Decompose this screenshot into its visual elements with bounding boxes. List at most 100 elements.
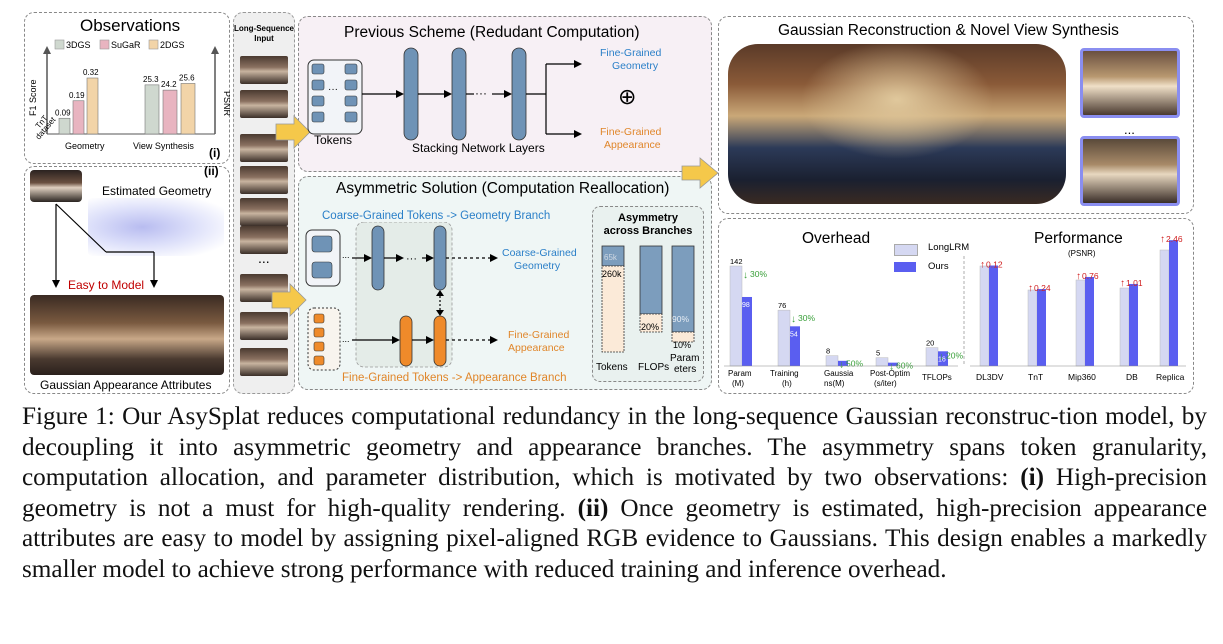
gain-value: 0.76 — [1082, 271, 1099, 281]
observations-chart: 3DGS SuGaR 2DGS F1 Score PSNR TnT datase… — [28, 39, 230, 160]
longlrm-bar — [1075, 279, 1086, 367]
fine-appearance-line2: Appearance — [604, 139, 661, 151]
fine-appearance-line1: Fine-Grained — [600, 126, 661, 138]
previous-scheme-diagram: ··· Tokens ··· Stacking Network Layers F… — [275, 47, 661, 155]
longlrm-bar — [777, 309, 791, 367]
ours-value: 98 — [742, 302, 750, 309]
ours-bar — [742, 296, 752, 366]
coarse-geo-line2: Geometry — [514, 260, 561, 272]
view-bar — [144, 84, 160, 135]
geometry-group-label: Geometry — [65, 141, 105, 151]
svg-text:...: ... — [342, 334, 350, 344]
gain-arrow-icon: ↑ — [980, 260, 985, 271]
fine-app-line2: Appearance — [508, 342, 565, 354]
left-axis-arrow — [43, 46, 51, 54]
caption-mid: High-precision geometry is not a must fo… — [22, 464, 1207, 522]
fine-app-line1: Fine-Grained — [508, 329, 569, 341]
longlrm-bar — [875, 357, 889, 367]
reduction-arrow-icon: ↓ — [939, 352, 944, 363]
overhead-title: Overhead — [802, 230, 871, 247]
novel-view-1 — [1080, 48, 1180, 118]
appearance-label: Gaussian Appearance Attributes — [40, 378, 212, 392]
ours-bar — [1085, 276, 1094, 366]
perf-cat-dl3dv: DL3DV — [976, 372, 1004, 382]
ovh-cat-gaussians: Gaussia — [824, 369, 854, 378]
legend-swatch-longlrm — [894, 244, 918, 256]
input-arrow — [275, 115, 311, 149]
fine-tokens-block — [307, 307, 341, 371]
ours-bar — [1037, 289, 1046, 366]
gain-arrow-icon: ↑ — [1160, 234, 1165, 245]
input-frame — [240, 56, 288, 84]
point-cloud-image — [88, 198, 224, 256]
longlrm-value: 8 — [826, 347, 830, 356]
longlrm-bar — [979, 265, 990, 367]
right-axis-label: PSNR — [222, 91, 230, 117]
asymmetric-diagram: ... ··· Coarse-Grained Geometry ... Fine… — [271, 222, 577, 371]
reduction-value: 20% — [946, 351, 963, 361]
reduction-arrow-icon: ↓ — [791, 314, 796, 325]
caption-lead: Figure 1: Our AsySplat reduces computati… — [22, 403, 1207, 491]
right-axis-arrow — [211, 46, 219, 54]
gain-value: 0.12 — [986, 260, 1003, 270]
geometry-layer — [433, 225, 447, 291]
gain-value: 1.01 — [1126, 278, 1143, 288]
input-frame — [240, 166, 288, 194]
view-value: 25.3 — [143, 75, 159, 84]
asymmetry-bars: 65k 260k 80% 20% 90% 10% Tokens FLOPs Pa… — [596, 245, 699, 375]
ours-bar — [888, 362, 898, 366]
input-dots: ... — [258, 250, 270, 266]
caption-marker-i: (i) — [1020, 464, 1045, 491]
performance-subtitle: (PSNR) — [1068, 249, 1096, 258]
input-frame — [240, 348, 288, 376]
observations-panel — [24, 12, 230, 164]
perf-cat-mip360: Mip360 — [1068, 372, 1096, 382]
appearance-layer — [433, 315, 447, 367]
reduction-value: 30% — [798, 313, 815, 323]
ovh-cat-gaussians-unit: ns(M) — [824, 379, 845, 388]
ours-value: 16 — [938, 356, 946, 363]
longlrm-value: 20 — [926, 339, 934, 348]
caption-marker-ii: (ii) — [577, 494, 609, 522]
ours-bar — [1169, 240, 1178, 366]
long-sequence-title-2: Input — [254, 34, 274, 43]
tokens-label: Tokens — [314, 133, 352, 147]
ovh-cat-param-unit: (M) — [732, 379, 744, 388]
ovh-cat-param: Param — [728, 369, 752, 378]
legend-3dgs: 3DGS — [66, 40, 91, 50]
longlrm-bar — [1159, 249, 1170, 367]
stacking-label: Stacking Network Layers — [412, 141, 545, 155]
plus-symbol: ⊕ — [618, 84, 636, 109]
ovh-cat-postoptim: Post-Optim — [870, 369, 910, 378]
performance-title: Performance — [1034, 230, 1123, 247]
view-bar — [180, 83, 196, 135]
legend-swatch-3dgs — [54, 39, 65, 50]
estimated-geometry-label: Estimated Geometry — [102, 184, 212, 198]
ours-value: 2 — [888, 368, 892, 375]
appearance-layer — [399, 315, 413, 367]
ours-bar — [938, 351, 948, 366]
perf-cat-replica: Replica — [1156, 372, 1185, 382]
val-65k: 65k — [604, 253, 618, 262]
ours-bar — [790, 326, 800, 366]
caption-tail: Once geometry is estimated, high-precisi… — [22, 494, 1208, 583]
longlrm-value: 5 — [876, 349, 880, 358]
reduction-value: 50% — [846, 359, 863, 369]
ours-bar — [1129, 283, 1138, 366]
bar-label-flops: FLOPs — [638, 362, 669, 373]
geometry-value: 0.09 — [55, 108, 71, 117]
legend-swatch-ours — [894, 262, 916, 272]
gain-value: 0.24 — [1034, 283, 1051, 293]
novel-view-dots: ... — [1124, 122, 1135, 137]
longlrm-bar — [729, 265, 743, 367]
small-scene-thumbnail — [30, 170, 82, 202]
ovh-cat-postoptim-unit: (s/iter) — [874, 379, 897, 388]
longlrm-bar — [825, 355, 839, 367]
reduction-value: 30% — [750, 269, 767, 279]
input-frame — [240, 198, 288, 226]
observations-title: Observations — [80, 16, 181, 35]
asymmetry-title-1: Asymmetry — [618, 212, 678, 224]
perf-cat-db: DB — [1126, 372, 1138, 382]
input-frame — [240, 312, 288, 340]
